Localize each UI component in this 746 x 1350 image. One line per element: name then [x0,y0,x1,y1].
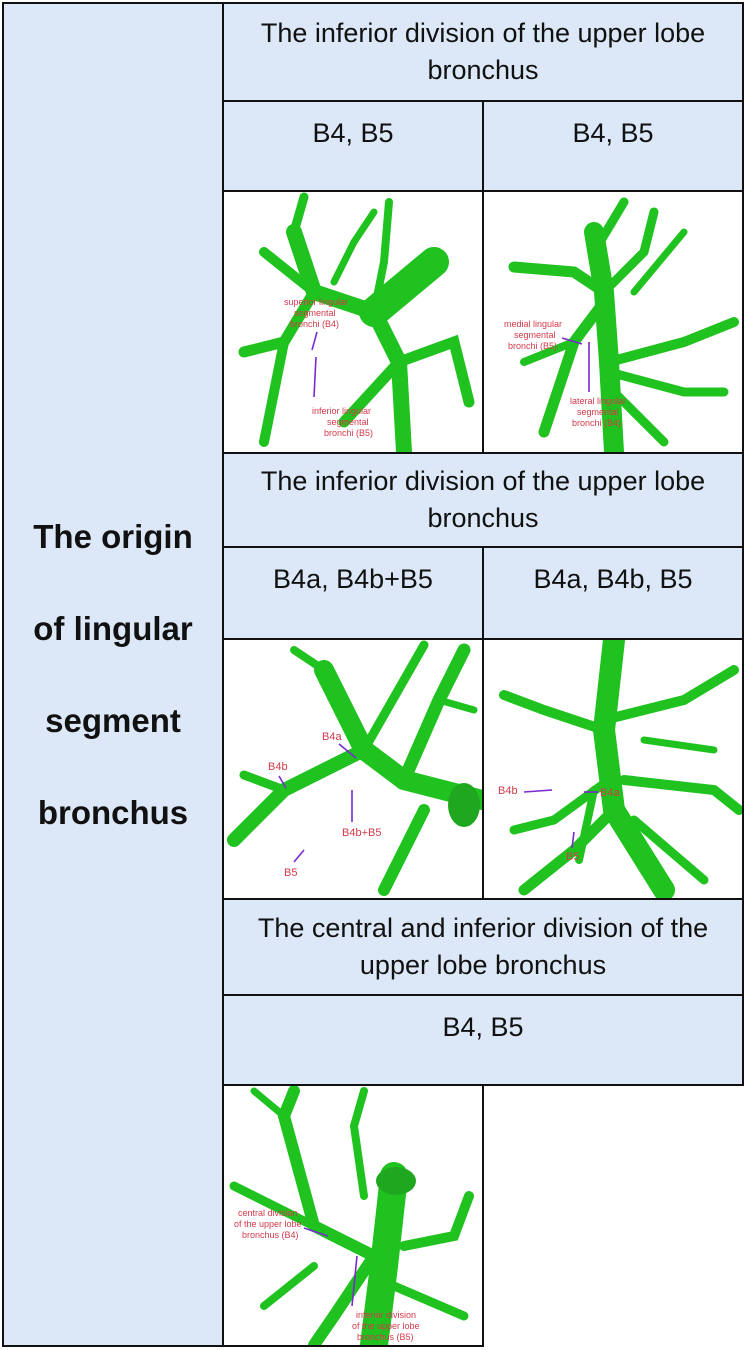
row2-right-label: B4a, B4b, B5 [482,546,744,640]
arrow [351,1255,358,1307]
arrow [303,1227,329,1237]
annotation: B4b+B5 [342,827,381,839]
bronchial-tree-render: central division of the upper lobe bronc… [229,1086,474,1345]
annotation: bronchi (B4) [572,418,621,428]
row1-right-label: B4, B5 [482,100,744,192]
annotation: inferior lingular [312,406,371,416]
row3-header-text: The central and inferior division of the… [257,913,709,980]
row2-header-text: The inferior division of the upper lobe … [260,466,706,533]
row2-left-label: B4a, B4b+B5 [222,546,484,640]
row1-right-image: medial lingular segmental bronchi (B5) l… [482,190,744,454]
side-label: The origin of lingular segment bronchus [33,517,193,831]
annotation: bronchus (B4) [242,1230,299,1240]
arrow [293,849,305,863]
row2-left-image: B4a B4b B4b+B5 B5 [222,638,484,900]
arrow [561,337,583,345]
side-label-cell: The origin of lingular segment bronchus [2,2,224,1347]
annotation: lateral lingular [570,396,626,406]
annotation: segmental [294,308,336,318]
annotation: superior lingular [284,297,348,307]
bronchial-tree-render: B4b B4a B5 [498,640,742,898]
annotation: central division [238,1208,298,1218]
row3-header: The central and inferior division of the… [222,898,744,996]
row1-left-image: superior lingular segmental bronchi (B4)… [222,190,484,454]
bronchial-tree-render: medial lingular segmental bronchi (B5) l… [504,197,739,452]
annotation: bronchi (B5) [508,341,557,351]
bronchial-tree-render: B4a B4b B4b+B5 B5 [227,640,482,896]
annotation: segmental [514,330,556,340]
row1-right-label-text: B4, B5 [572,118,654,148]
annotation: of the upper lobe [352,1321,420,1331]
annotation: bronchus (B5) [357,1332,414,1342]
row1-header: The inferior division of the upper lobe … [222,2,744,102]
arrow [523,789,553,793]
row2-right-label-text: B4a, B4b, B5 [533,564,693,594]
annotation: B4a [322,731,342,743]
annotation: medial lingular [504,319,562,329]
annotation: B4a [600,787,620,799]
row3-label-text: B4, B5 [442,1012,524,1042]
row2-header: The inferior division of the upper lobe … [222,452,744,548]
annotation: bronchi (B5) [324,428,373,438]
annotation: bronchi (B4) [290,319,339,329]
arrow [571,831,575,849]
arrow [313,356,317,398]
row2-right-image: B4b B4a B5 [482,638,744,900]
arrow [338,743,357,759]
row1-left-label-text: B4, B5 [312,118,394,148]
row1-header-text: The inferior division of the upper lobe … [260,18,706,85]
bronchial-tree-render: superior lingular segmental bronchi (B4)… [238,192,475,452]
row3-image: central division of the upper lobe bronc… [222,1084,484,1347]
annotation: B5 [566,851,579,863]
annotation: of the upper lobe [234,1219,302,1229]
annotation: B5 [284,867,297,879]
annotation: B4b [268,761,288,773]
annotation: inferior division [356,1310,416,1320]
annotation: segmental [327,417,369,427]
arrow [278,775,287,789]
annotation: B4b [498,785,518,797]
arrow [311,331,318,351]
annotation: segmental [577,407,619,417]
row3-label: B4, B5 [222,994,744,1086]
row2-left-label-text: B4a, B4b+B5 [273,564,433,594]
row1-left-label: B4, B5 [222,100,484,192]
